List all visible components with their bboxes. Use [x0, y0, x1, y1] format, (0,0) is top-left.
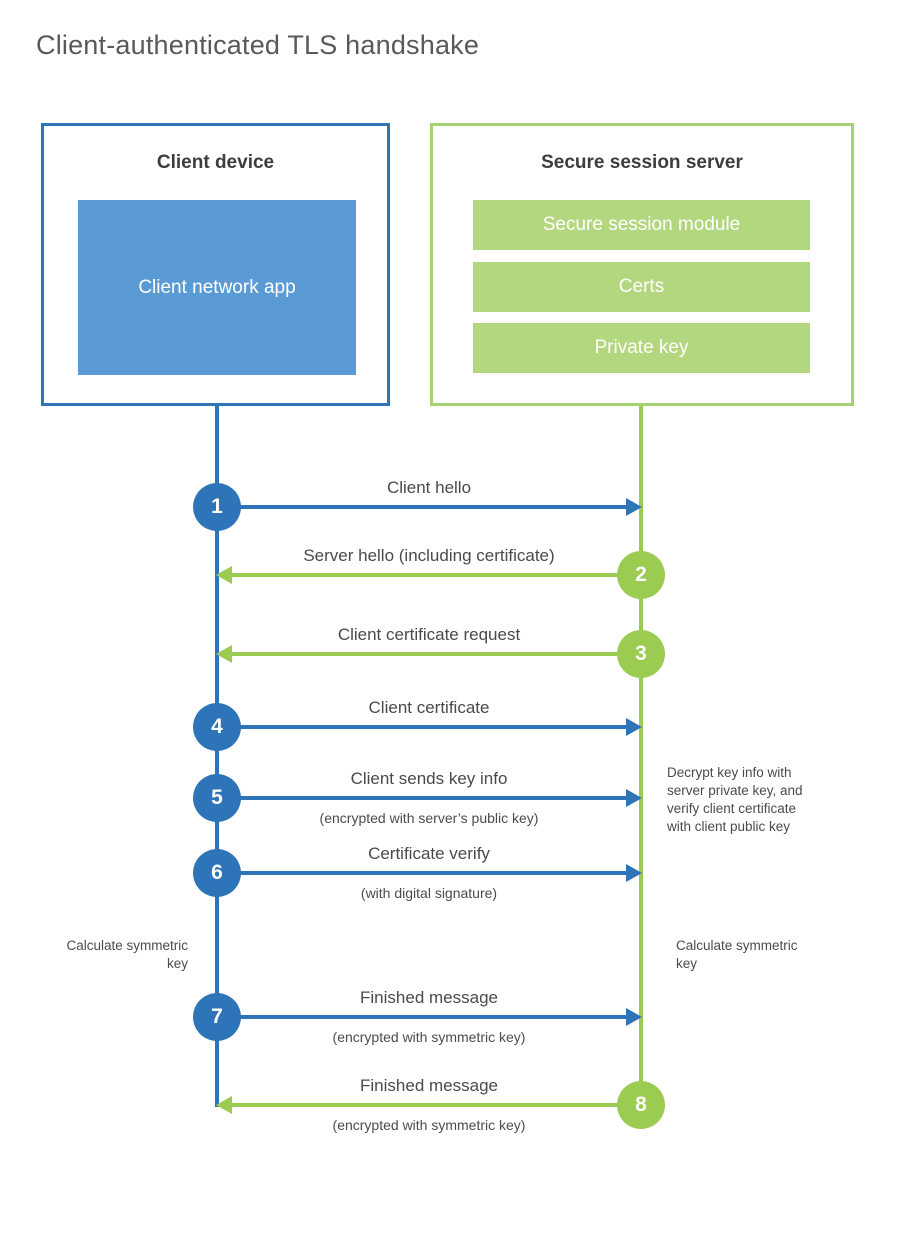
message-label: Finished message: [360, 1076, 498, 1095]
private-key-bar: Private key: [473, 323, 810, 373]
page-title: Client-authenticated TLS handshake: [36, 30, 480, 60]
message-sublabel: (with digital signature): [360, 885, 498, 901]
step-circle: 7: [193, 993, 241, 1041]
arrow-right-icon: [217, 864, 642, 882]
step-circle: 3: [617, 630, 665, 678]
step-circle: 2: [617, 551, 665, 599]
step-circle: 4: [193, 703, 241, 751]
arrow-right-icon: [217, 498, 642, 516]
message-sublabel: (encrypted with server’s public key): [319, 810, 539, 826]
step-circle: 1: [193, 483, 241, 531]
client-network-app-label: Client network app: [138, 277, 296, 298]
message-label: Client hello: [386, 478, 472, 497]
step-circle: 6: [193, 849, 241, 897]
client-device-title: Client device: [156, 152, 275, 173]
message-sublabel: (encrypted with symmetric key): [332, 1117, 526, 1133]
arrow-right-icon: [217, 789, 642, 807]
arrow-right-icon: [217, 1008, 642, 1026]
message-label: Client sends key info: [350, 769, 508, 788]
secure-session-module-bar: Secure session module: [473, 200, 810, 250]
server-calculate-note: Calculate symmetric key: [676, 938, 798, 971]
message-label: Server hello (including certificate): [303, 546, 555, 565]
arrow-left-icon: [216, 1096, 641, 1114]
server-lifeline: [639, 406, 643, 1105]
step-circle: 5: [193, 774, 241, 822]
client-calculate-note: Calculate symmetric key: [66, 938, 188, 971]
client-network-app-box: Client network app: [78, 200, 356, 375]
message-label: Certificate verify: [368, 844, 490, 863]
secure-session-server-title: Secure session server: [541, 152, 743, 173]
arrow-left-icon: [216, 566, 641, 584]
secure-session-server-box: Secure session server Secure session mod…: [430, 123, 854, 406]
arrow-right-icon: [217, 718, 642, 736]
client-lifeline: [215, 406, 219, 1107]
message-label: Client certificate request: [337, 625, 521, 644]
arrow-left-icon: [216, 645, 641, 663]
message-sublabel: (encrypted with symmetric key): [332, 1029, 526, 1045]
server-decrypt-note: Decrypt key info with server private key…: [667, 765, 803, 834]
message-label: Finished message: [360, 988, 498, 1007]
step-circle: 8: [617, 1081, 665, 1129]
message-label: Client certificate: [368, 698, 490, 717]
certs-bar: Certs: [473, 262, 810, 312]
client-device-box: Client device Client network app: [41, 123, 390, 406]
